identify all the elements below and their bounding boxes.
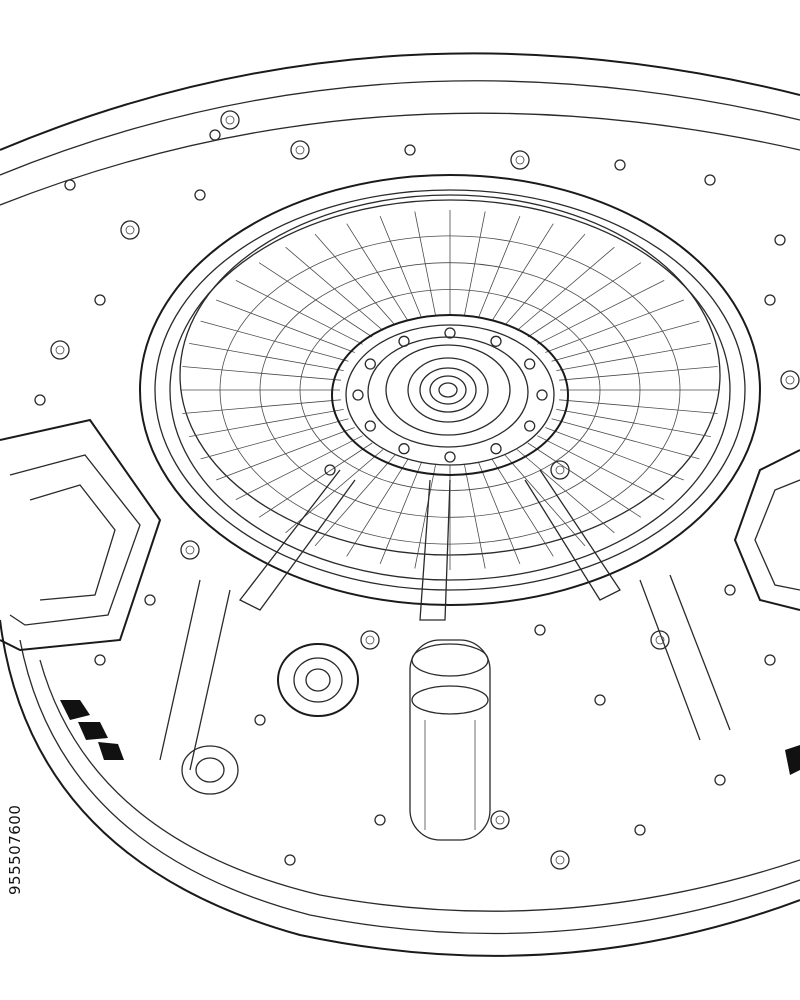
rivet-center (225, 115, 235, 125)
rivet (254, 714, 266, 726)
dark-accents (60, 700, 800, 775)
hub-bolt (364, 358, 376, 370)
rivet (209, 129, 221, 141)
right-panel (733, 449, 800, 611)
rivet-center (295, 145, 305, 155)
hub-bolt (524, 420, 536, 432)
rivet (34, 394, 46, 406)
rivet (764, 654, 776, 666)
rivet-center (555, 465, 565, 475)
hub-bolt (536, 389, 548, 401)
blade-ring (299, 289, 601, 491)
rivet-center (55, 345, 65, 355)
hub-bolt (444, 327, 456, 339)
rivet (290, 140, 310, 160)
rivet (704, 174, 716, 186)
hub-bolts (352, 327, 548, 463)
rivet (374, 814, 386, 826)
rivet (360, 630, 380, 650)
hub-bolt (364, 420, 376, 432)
rivet (510, 150, 530, 170)
hub-bolt (444, 451, 456, 463)
rivet (714, 774, 726, 786)
hub-bolt (352, 389, 364, 401)
rivet (594, 694, 606, 706)
hub-bolt (490, 335, 502, 347)
rivet (550, 850, 570, 870)
rivet-center (655, 635, 665, 645)
hub-bolt (490, 443, 502, 455)
rivet-center (785, 375, 795, 385)
rivet (634, 824, 646, 836)
rivet-center (365, 635, 375, 645)
rivet (724, 584, 736, 596)
rivet-center (185, 545, 195, 555)
rivet (220, 110, 240, 130)
rivet (650, 630, 670, 650)
left-panel (0, 418, 162, 652)
rivet (550, 460, 570, 480)
rivet (94, 654, 106, 666)
hub-bolt (524, 358, 536, 370)
hub-bolt (398, 443, 410, 455)
rivet-center (495, 815, 505, 825)
turbine-blades (180, 210, 720, 570)
rivet (534, 624, 546, 636)
stock-id-label: 955507600 (6, 804, 24, 896)
lower-spokes (159, 469, 731, 771)
hub-bolt (398, 335, 410, 347)
rivet (490, 810, 510, 830)
rivet (120, 220, 140, 240)
central-hub (331, 314, 569, 476)
lower-mechanism (181, 639, 491, 841)
rivet-center (555, 855, 565, 865)
rivet (180, 540, 200, 560)
blade-ring (259, 262, 641, 518)
rivet-center (125, 225, 135, 235)
rivet (764, 294, 776, 306)
rivet (284, 854, 296, 866)
rivet (94, 294, 106, 306)
rivet (404, 144, 416, 156)
rivet (50, 340, 70, 360)
blade-ring (219, 235, 681, 545)
rivet (64, 179, 76, 191)
rivet (774, 234, 786, 246)
rivets (34, 110, 800, 870)
rivet-center (515, 155, 525, 165)
rivet (780, 370, 800, 390)
rivet (614, 159, 626, 171)
rivet (144, 594, 156, 606)
rivet (194, 189, 206, 201)
rivet (324, 464, 336, 476)
outer-rim (0, 52, 800, 957)
